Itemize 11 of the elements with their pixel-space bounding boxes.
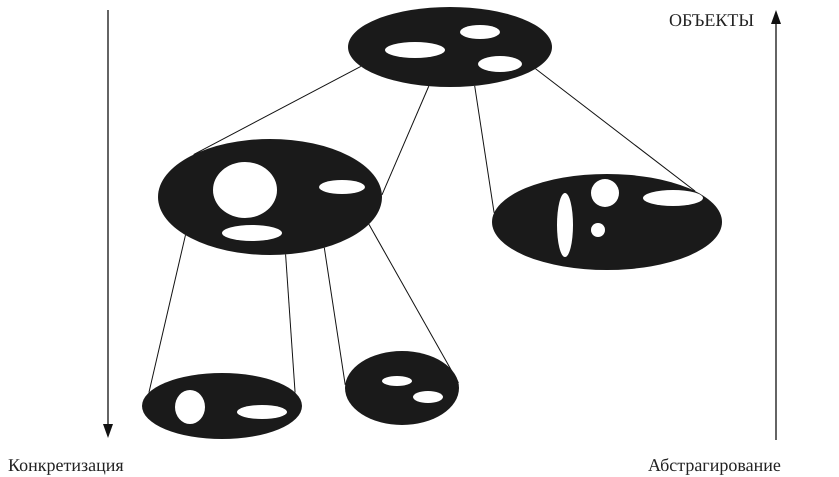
connector-line bbox=[324, 247, 346, 386]
connector-line bbox=[381, 86, 430, 196]
connector-line bbox=[285, 254, 296, 394]
connector-line bbox=[474, 85, 495, 214]
connector-line bbox=[535, 68, 696, 192]
direction-label: Конкретизация bbox=[8, 456, 124, 474]
connector-line bbox=[368, 224, 459, 384]
connector-line bbox=[193, 66, 362, 156]
heading-text: ОБЪЕКТЫ bbox=[669, 11, 754, 29]
connector-line bbox=[148, 234, 186, 394]
direction-label: Абстрагирование bbox=[648, 456, 781, 474]
